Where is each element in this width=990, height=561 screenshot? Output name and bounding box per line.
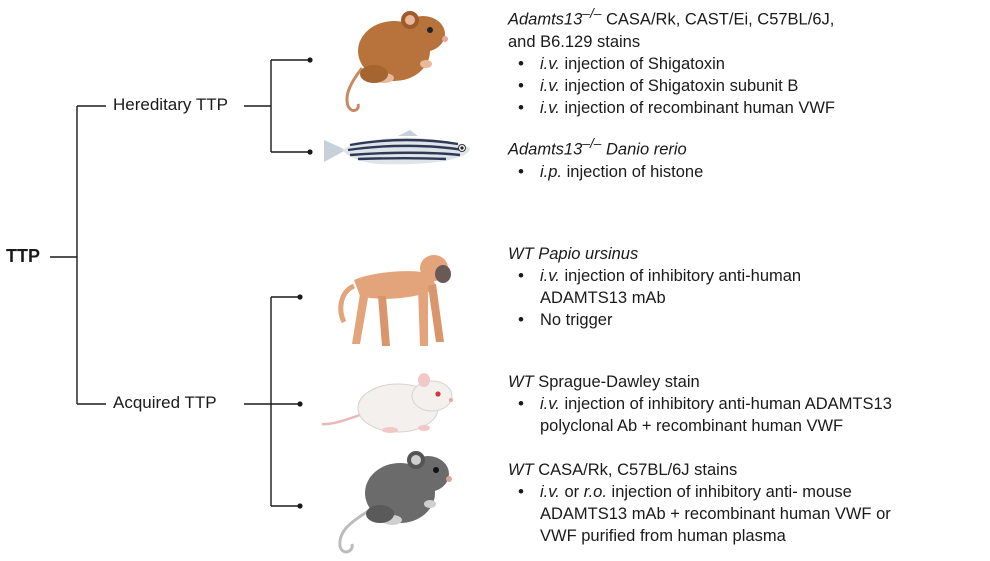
model-title: WT Papio ursinus	[508, 245, 639, 263]
trigger-item: i.v. or r.o. injection of inhibitory ant…	[508, 481, 891, 547]
trigger-item: No trigger	[508, 309, 801, 331]
leaf-dot	[307, 57, 313, 63]
model-acquired-mouse: WT CASA/Rk, C57BL/6J stains i.v. or r.o.…	[508, 459, 891, 547]
white-rat-icon	[321, 373, 453, 433]
model-title-line2: and B6.129 stains	[508, 32, 641, 51]
trigger-list: i.p. injection of histone	[508, 161, 703, 183]
brown-mouse-icon	[345, 11, 448, 112]
branch-acquired-label: Acquired TTP	[113, 393, 217, 412]
trigger-item: i.v. injection of inhibitory anti-human …	[508, 393, 892, 437]
model-title: Adamts13–/– Danio rerio	[508, 136, 687, 159]
zebrafish-icon	[324, 130, 470, 165]
trigger-item: i.v. injection of Shigatoxin	[508, 53, 835, 75]
model-hereditary-zebrafish: Adamts13–/– Danio rerio i.p. injection o…	[508, 133, 703, 183]
baboon-icon	[338, 255, 451, 346]
grey-mouse-icon	[338, 451, 452, 554]
trigger-item: i.v. injection of Shigatoxin subunit B	[508, 75, 835, 97]
leaf-dot	[297, 503, 303, 509]
leaf-dot	[307, 149, 313, 155]
root-label: TTP	[6, 246, 40, 266]
model-acquired-baboon: WT Papio ursinus i.v. injection of inhib…	[508, 243, 801, 331]
model-hereditary-mouse: Adamts13–/– CASA/Rk, CAST/Ei, C57BL/6J, …	[508, 3, 835, 119]
trigger-list: i.v. or r.o. injection of inhibitory ant…	[508, 481, 891, 547]
leaf-dot	[297, 294, 303, 300]
trigger-item: i.v. injection of inhibitory anti-humanA…	[508, 265, 801, 309]
trigger-list: i.v. injection of inhibitory anti-humanA…	[508, 265, 801, 331]
trigger-list: i.v. injection of inhibitory anti-human …	[508, 393, 892, 437]
trigger-item: i.v. injection of recombinant human VWF	[508, 97, 835, 119]
trigger-item: i.p. injection of histone	[508, 161, 703, 183]
model-acquired-rat: WT Sprague-Dawley stain i.v. injection o…	[508, 371, 892, 437]
trigger-list: i.v. injection of Shigatoxini.v. injecti…	[508, 53, 835, 119]
model-title: Adamts13–/– CASA/Rk, CAST/Ei, C57BL/6J,	[508, 6, 835, 29]
leaf-dot	[297, 401, 303, 407]
branch-hereditary-label: Hereditary TTP	[113, 95, 228, 114]
model-title: WT Sprague-Dawley stain	[508, 373, 700, 391]
model-title: WT CASA/Rk, C57BL/6J stains	[508, 461, 738, 479]
